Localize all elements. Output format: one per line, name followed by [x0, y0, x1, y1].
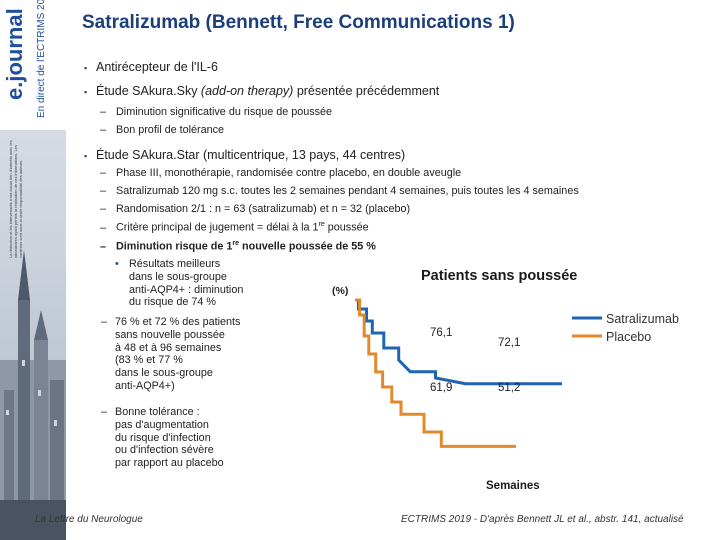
dash-marker: –	[100, 167, 107, 179]
sidebar-logo-area	[0, 0, 66, 130]
sub-text: Critère principal de jugement = délai à …	[116, 221, 319, 234]
sub-text: Bon profil de tolérance	[116, 124, 225, 136]
line: dans le sous-groupe	[129, 270, 227, 283]
dash-marker: –	[100, 240, 107, 253]
line: ou d'infection sévère	[115, 444, 214, 457]
dot-bullet-icon: •	[115, 258, 119, 270]
dash-marker: –	[100, 203, 107, 215]
sub-text: Randomisation 2/1 : n = 63 (satralizumab…	[116, 203, 411, 215]
line: dans le sous-groupe	[115, 367, 213, 380]
dash-marker: –	[100, 221, 107, 234]
sub-text: Diminution risque de 1	[116, 240, 233, 253]
bullet-text-prefix: Étude SAkura.Sky	[96, 84, 201, 98]
footer-journal-name: La Lettre du Neurologue	[35, 514, 143, 525]
subgroup-results: • Résultats meilleurs dans le sous-group…	[115, 258, 285, 309]
line: Résultats meilleurs	[129, 258, 221, 270]
city-skyline-image	[0, 250, 66, 540]
live-from-label: En direct de l'ECTRIMS 2019	[36, 0, 47, 118]
sub-item: –Bon profil de tolérance	[100, 124, 224, 136]
percent-without-relapse: – 76 % et 72 % des patients sans nouvell…	[101, 316, 281, 393]
results-item: – Bonne tolérance : pas d'augmentation d…	[101, 406, 281, 470]
dash-marker: –	[101, 316, 108, 328]
bullet-text: Étude SAkura.Star (multicentrique, 13 pa…	[96, 148, 406, 162]
chart-title: Patients sans poussée	[421, 268, 578, 284]
series-line-placebo	[355, 298, 516, 448]
journal-logo: e.journal	[2, 8, 27, 100]
sub-item: –Satralizumab 120 mg s.c. toutes les 2 s…	[100, 185, 579, 197]
bullet-text: Antirécepteur de l'IL-6	[96, 60, 218, 74]
sub-text: nouvelle poussée de 55 %	[239, 240, 376, 253]
bullet-sakura-sky: ▪ Étude SAkura.Sky (add-on therapy) prése…	[84, 84, 439, 98]
dash-marker: –	[100, 124, 107, 136]
slide-title: Satralizumab (Bennett, Free Communicatio…	[82, 12, 515, 33]
line: pas d'augmentation	[115, 418, 209, 431]
sub-item-criterion: –Critère principal de jugement = délai à…	[100, 221, 369, 234]
superscript: re	[232, 240, 240, 247]
sub-text: Phase III, monothérapie, randomisée cont…	[116, 167, 462, 179]
line: du risque d'infection	[115, 431, 211, 444]
square-bullet-icon: ▪	[84, 86, 88, 97]
line: par rapport au placebo	[115, 457, 224, 470]
line: à 48 et à 96 semaines	[115, 341, 222, 354]
data-label-satra-96: 72,1	[498, 337, 520, 349]
sub-item: –Randomisation 2/1 : n = 63 (satralizuma…	[100, 203, 410, 215]
square-bullet-icon: ▪	[84, 62, 88, 73]
data-label-placebo-96: 51,2	[498, 382, 520, 394]
line: sans nouvelle poussée	[115, 328, 225, 341]
line: anti-AQP4+)	[115, 379, 175, 392]
chart-y-unit: (%)	[332, 285, 349, 297]
bullet-text-italic: (add-on therapy)	[200, 84, 294, 98]
subgroup-item: • Résultats meilleurs dans le sous-group…	[115, 258, 285, 309]
line: anti-AQP4+ : diminution	[129, 283, 244, 296]
dash-marker: –	[100, 106, 107, 118]
line: du risque de 74 %	[129, 296, 217, 309]
superscript: re	[318, 221, 325, 228]
sub-text: poussée	[324, 221, 369, 234]
tolerance-results: – Bonne tolérance : pas d'augmentation d…	[101, 406, 281, 470]
line: (83 % et 77 %	[115, 354, 183, 367]
bullet-sakura-star: ▪ Étude SAkura.Star (multicentrique, 13 p…	[84, 148, 405, 162]
legend-satralizumab-label: Satralizumab	[606, 312, 679, 326]
sub-text: Diminution significative du risque de po…	[116, 106, 333, 118]
data-label-satra-48: 76,1	[430, 327, 452, 339]
square-bullet-icon: ▪	[84, 150, 88, 161]
data-label-placebo-48: 61,9	[430, 382, 452, 394]
sub-item: –Phase III, monothérapie, randomisée con…	[100, 167, 461, 179]
sub-item-reduction: –Diminution risque de 1re nouvelle pouss…	[100, 240, 376, 253]
bullet-il6: ▪ Antirécepteur de l'IL-6	[84, 60, 218, 74]
sub-text: Satralizumab 120 mg s.c. toutes les 2 se…	[116, 185, 579, 197]
line: Bonne tolérance :	[115, 406, 200, 418]
footer-citation: ECTRIMS 2019 - D'après Bennett JL et al.…	[401, 514, 684, 525]
bullet-text-suffix: présentée précédemment	[293, 84, 440, 98]
line: 76 % et 72 % des patients	[115, 316, 241, 328]
dash-marker: –	[101, 406, 108, 418]
series-line-satralizumab	[355, 298, 562, 386]
sidebar-banner: e.journal En direct de l'ECTRIMS 2019 La…	[0, 0, 66, 540]
results-item: – 76 % et 72 % des patients sans nouvell…	[101, 316, 281, 393]
sub-item: –Diminution significative du risque de p…	[100, 106, 332, 118]
legend-placebo-label: Placebo	[606, 330, 652, 344]
chart-x-label: Semaines	[486, 480, 540, 492]
dash-marker: –	[100, 185, 107, 197]
